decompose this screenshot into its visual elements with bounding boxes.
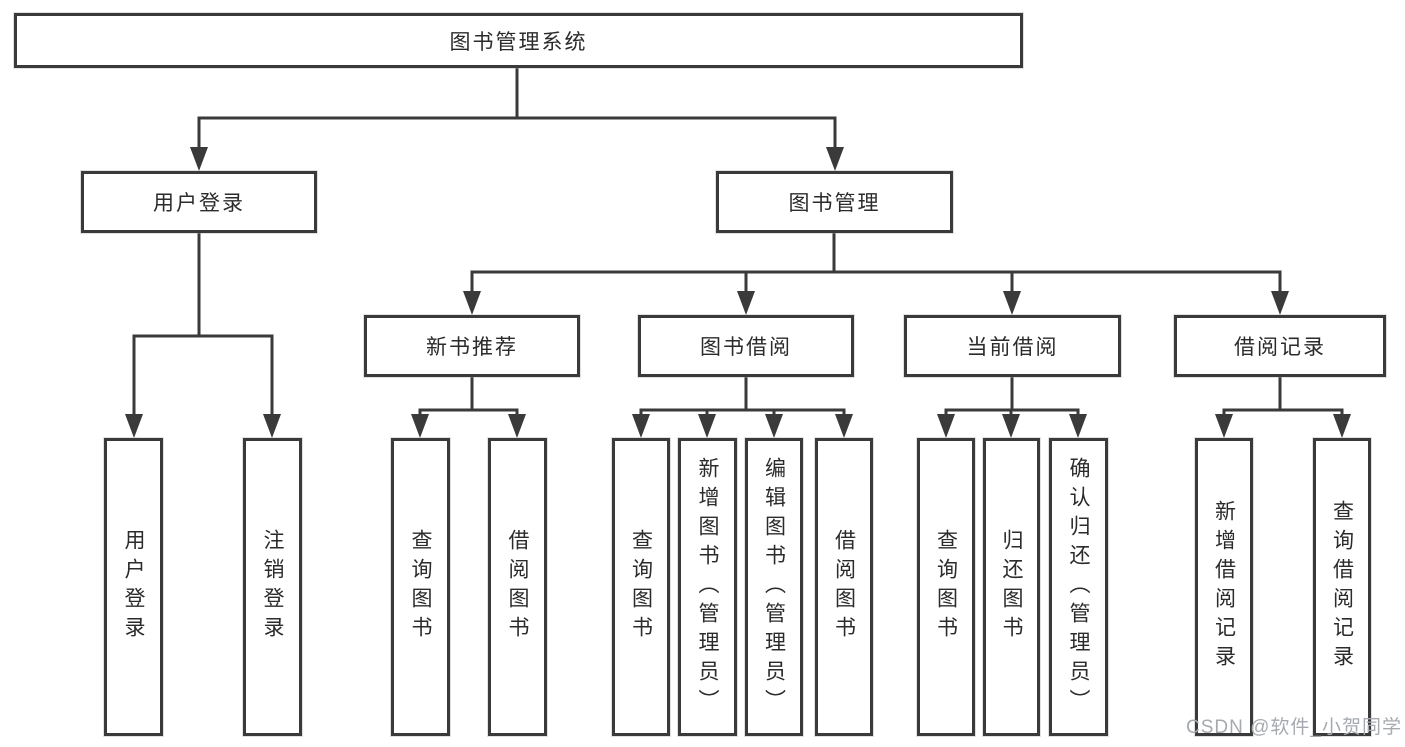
leaf-query-books-recommend: 查询图书 [391, 438, 450, 736]
node-new-book-recommendation: 新书推荐 [364, 315, 580, 377]
node-label: 图书管理 [788, 192, 881, 215]
leaf-query-books-current: 查询图书 [917, 438, 975, 736]
leaf-label: 查询图书 [409, 529, 432, 645]
leaf-borrow-books-recommend: 借阅图书 [488, 438, 547, 736]
node-book-borrowing: 图书借阅 [638, 315, 854, 377]
node-library-management-system: 图书管理系统 [14, 13, 1023, 68]
leaf-edit-book-admin: 编辑图书（管理员） [745, 438, 803, 736]
node-book-management: 图书管理 [716, 171, 953, 233]
node-label: 图书借阅 [700, 336, 792, 359]
leaf-label: 查询图书 [629, 529, 653, 645]
leaf-label: 借阅图书 [506, 529, 529, 645]
node-label: 图书管理系统 [449, 30, 588, 54]
leaf-logout-login: 注销登录 [243, 438, 302, 736]
node-borrowing-records: 借阅记录 [1174, 315, 1386, 377]
leaf-label: 确认归还（管理员） [1067, 456, 1090, 718]
leaf-label: 新增图书（管理员） [696, 456, 719, 718]
leaf-label: 借阅图书 [832, 529, 856, 645]
leaf-user-login: 用户登录 [104, 438, 163, 736]
node-label: 当前借阅 [966, 336, 1059, 359]
leaf-return-books: 归还图书 [983, 438, 1040, 736]
leaf-label: 注销登录 [261, 529, 284, 645]
leaf-label: 归还图书 [1000, 529, 1023, 645]
leaf-add-book-admin: 新增图书（管理员） [678, 438, 737, 736]
node-label: 新书推荐 [426, 336, 518, 359]
node-current-borrowing: 当前借阅 [904, 315, 1121, 377]
leaf-label: 查询图书 [934, 529, 958, 645]
leaf-confirm-return-admin: 确认归还（管理员） [1049, 438, 1108, 736]
node-user-login: 用户登录 [81, 171, 317, 233]
arrow-down-icons [125, 147, 1351, 438]
leaf-label: 编辑图书（管理员） [762, 456, 786, 718]
leaf-label: 用户登录 [122, 529, 145, 645]
leaf-label: 新增借阅记录 [1212, 500, 1236, 674]
node-label: 用户登录 [153, 192, 245, 215]
watermark-csdn: CSDN @软件_小贺同学 [1186, 717, 1402, 738]
leaf-borrow-books: 借阅图书 [815, 438, 873, 736]
leaf-label: 查询借阅记录 [1330, 500, 1354, 674]
leaf-query-borrow-record: 查询借阅记录 [1313, 438, 1371, 736]
node-label: 借阅记录 [1234, 336, 1326, 359]
leaf-query-books-borrowing: 查询图书 [612, 438, 670, 736]
leaf-add-borrow-record: 新增借阅记录 [1195, 438, 1253, 736]
